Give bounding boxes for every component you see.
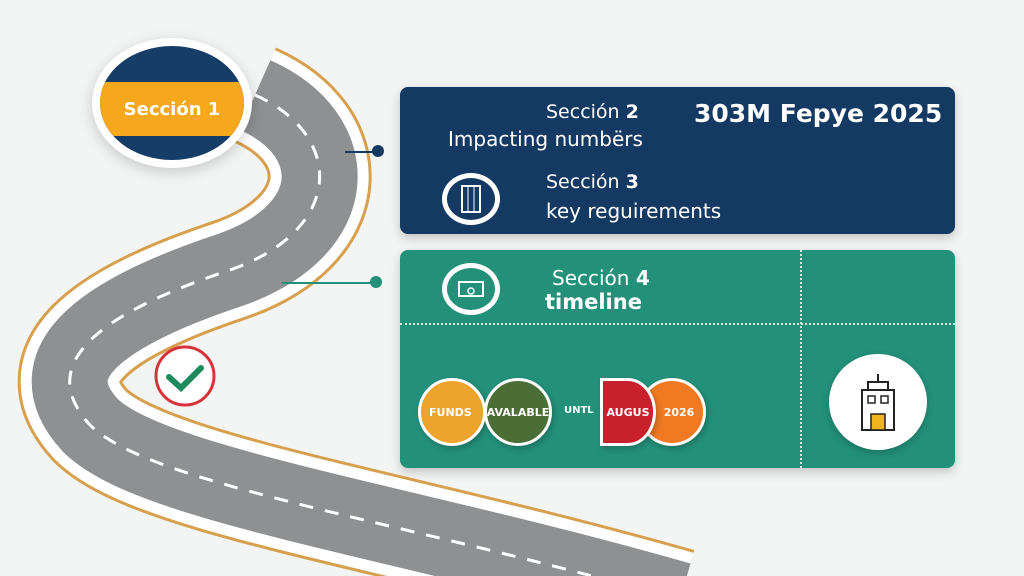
section-4-heading: Sección 4 [552,266,650,290]
timeline-circle-available: AVALABLE [484,378,552,446]
timeline-circle-funds: FUNDS [418,378,486,446]
checkmark-icon [154,345,216,407]
highlight-figure: 303M Fepye 2025 [694,99,943,128]
connector-line [282,282,376,284]
section-2-3-panel: Sección 2 303M Fepye 2025 Impacting numb… [400,87,955,234]
connector-line [345,151,378,153]
connector-dot [372,145,384,157]
document-icon [442,173,500,225]
divider [800,250,802,468]
timeline-circle-august: AUGUS [600,378,656,446]
timeline-word-until: UNTL [564,405,594,416]
section-2-subtitle: Impacting numbërs [448,127,643,151]
divider [400,323,955,325]
section-3-heading: Sección 3 [546,171,639,193]
section-4-panel: Sección 4 timeline FUNDS AVALABLE UNTL 2… [400,250,955,468]
section-2-heading: Sección 2 [546,101,639,123]
money-icon [442,263,500,315]
section-1-badge: Sección 1 [92,38,252,168]
section-4-subtitle: timeline [545,290,642,314]
building-icon [829,354,927,450]
section-3-subtitle: key reguirements [546,199,722,223]
connector-dot [370,276,382,288]
section-1-label: Sección 1 [100,82,244,136]
